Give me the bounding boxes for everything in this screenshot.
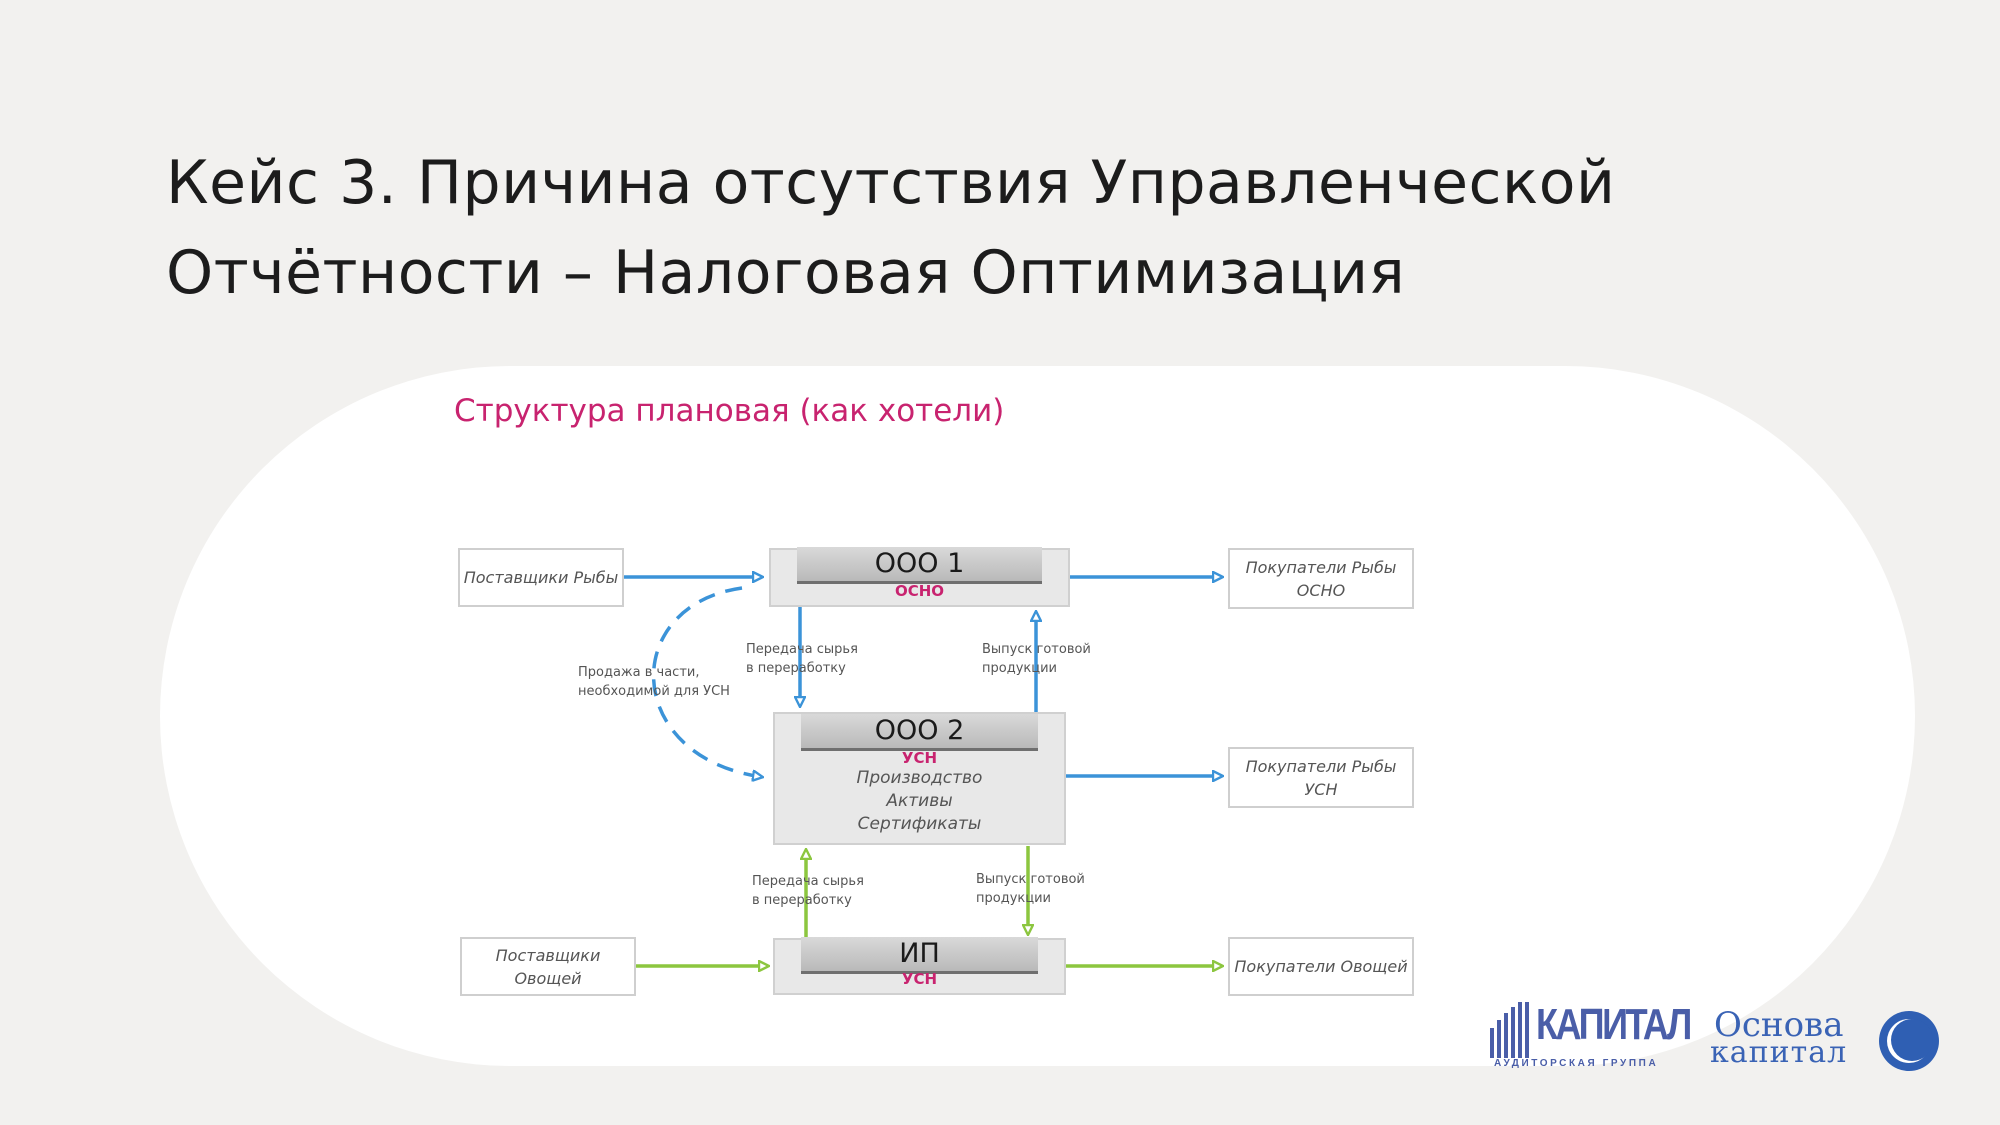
slide-title: Кейс 3. Причина отсутствия Управленческо… bbox=[166, 138, 1666, 318]
ip-name: ИП bbox=[801, 937, 1038, 974]
label-transfer-top-line-2: в переработку bbox=[746, 661, 846, 676]
buyers-fish-usn-box: Покупатели Рыбы УСН bbox=[1228, 747, 1414, 808]
kapital-subtitle: АУДИТОРСКАЯ ГРУППА bbox=[1494, 1058, 1659, 1069]
label-transfer-top-line-1: Передача сырья bbox=[746, 642, 858, 657]
osnova-kapital-logo: Основа капитал bbox=[1710, 1005, 1950, 1075]
kapital-bars-icon bbox=[1490, 1002, 1529, 1058]
diagram-title: Структура плановая (как хотели) bbox=[454, 393, 1005, 429]
suppliers-veg-label-1: Поставщики bbox=[495, 945, 601, 965]
kapital-wordmark: КАПИТАЛ bbox=[1536, 1000, 1692, 1049]
label-transfer-top: Передача сырья в переработку bbox=[746, 640, 858, 678]
ooo1-tax: ОСНО bbox=[894, 582, 945, 600]
suppliers-veg-box: Поставщики Овощей bbox=[460, 937, 636, 996]
kapital-logo: КАПИТАЛ АУДИТОРСКАЯ ГРУППА bbox=[1490, 1000, 1692, 1072]
osnova-word: Основа bbox=[1714, 1005, 1844, 1045]
label-release-top-line-2: продукции bbox=[982, 661, 1057, 676]
ip-entity: ИП УСН bbox=[773, 937, 1066, 995]
label-sale-for-usn: Продажа в части, необходимой для УСН bbox=[578, 663, 730, 701]
ooo1-name: ООО 1 bbox=[797, 547, 1042, 584]
kapital-word: капитал bbox=[1710, 1035, 1848, 1070]
label-sale-line-1: Продажа в части, bbox=[578, 665, 700, 680]
ooo1-entity: ООО 1 ОСНО bbox=[769, 547, 1070, 607]
label-transfer-bottom: Передача сырья в переработку bbox=[752, 872, 864, 910]
osnova-circle-icon bbox=[1879, 1011, 1939, 1071]
buyers-veg-label: Покупатели Овощей bbox=[1234, 957, 1408, 976]
label-release-top: Выпуск готовой продукции bbox=[982, 640, 1091, 678]
buyers-fish-osno-label-1: Покупатели Рыбы bbox=[1245, 557, 1397, 577]
buyers-fish-usn-label-2: УСН bbox=[1304, 779, 1338, 799]
ooo2-name: ООО 2 bbox=[801, 714, 1038, 751]
label-release-top-line-1: Выпуск готовой bbox=[982, 642, 1091, 657]
suppliers-fish-box: Поставщики Рыбы bbox=[458, 548, 624, 607]
label-release-bottom: Выпуск готовой продукции bbox=[976, 870, 1085, 908]
label-transfer-bottom-line-1: Передача сырья bbox=[752, 874, 864, 889]
ooo2-production: Производство bbox=[856, 768, 983, 788]
buyers-fish-osno-box: Покупатели Рыбы ОСНО bbox=[1228, 548, 1414, 609]
slide-title-line-2: Отчётности – Налоговая Оптимизация bbox=[166, 238, 1406, 308]
buyers-fish-osno-label-2: ОСНО bbox=[1296, 580, 1346, 600]
buyers-fish-usn-label-1: Покупатели Рыбы bbox=[1245, 756, 1397, 776]
ip-tax: УСН bbox=[901, 970, 938, 988]
suppliers-veg-label-2: Овощей bbox=[514, 968, 582, 988]
buyers-veg-box: Покупатели Овощей bbox=[1228, 937, 1414, 996]
slide-title-line-1: Кейс 3. Причина отсутствия Управленческо… bbox=[166, 148, 1616, 218]
ooo2-tax: УСН bbox=[901, 749, 938, 767]
arrow-sale-dashed bbox=[651, 586, 762, 777]
label-release-bottom-line-2: продукции bbox=[976, 891, 1051, 906]
label-transfer-bottom-line-2: в переработку bbox=[752, 893, 852, 908]
ooo2-assets: Активы bbox=[886, 791, 953, 811]
ooo2-entity: ООО 2 УСН Производство Активы Сертификат… bbox=[773, 712, 1066, 845]
label-release-bottom-line-1: Выпуск готовой bbox=[976, 872, 1085, 887]
label-sale-line-2: необходимой для УСН bbox=[578, 684, 730, 699]
suppliers-fish-label: Поставщики Рыбы bbox=[463, 568, 619, 587]
ooo2-certificates: Сертификаты bbox=[857, 814, 982, 834]
